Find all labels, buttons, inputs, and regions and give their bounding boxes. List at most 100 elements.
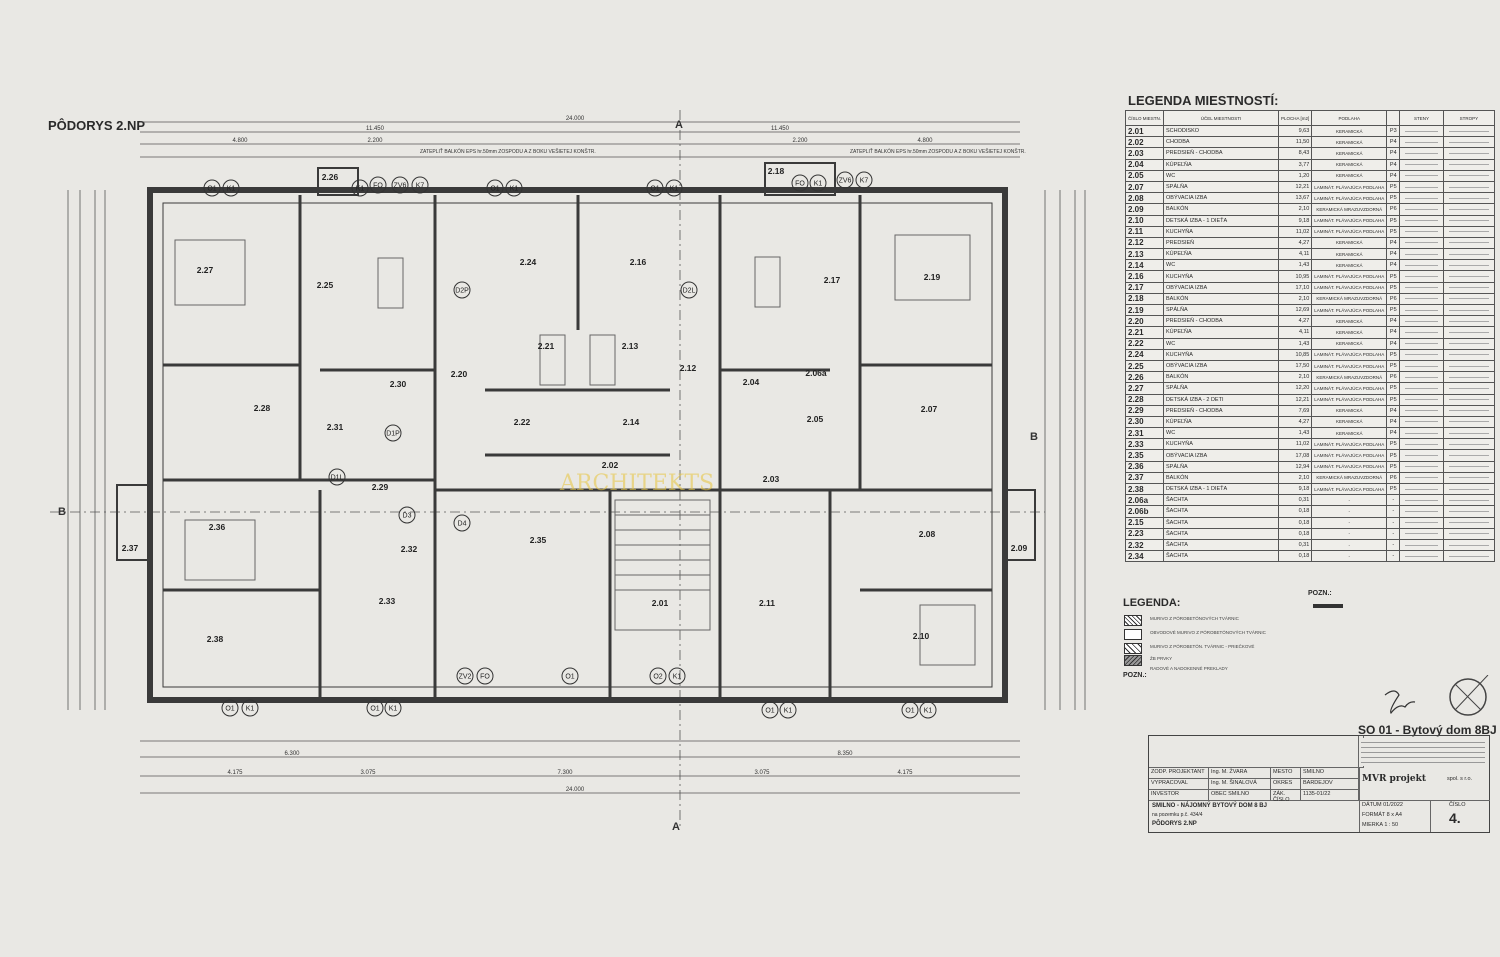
element-tag: K1 <box>246 706 255 713</box>
legend-item: OBVODOVÉ MURIVO Z PÓROBETÓNOVÝCH TVÁRNIC <box>1150 630 1266 635</box>
label: MESTO <box>1271 768 1301 779</box>
label: ČÍSLO <box>1449 802 1466 808</box>
room-label: 2.13 <box>622 341 639 351</box>
legend-cell-finish <box>1399 337 1444 350</box>
legend-cell-area: 1,43 <box>1278 427 1313 440</box>
swatch-masonry <box>1124 615 1142 626</box>
legend-cell-code: P5 <box>1386 393 1401 406</box>
legend-cell-floor: - <box>1311 550 1388 563</box>
legend-cell-finish <box>1442 471 1496 485</box>
legend-cell-finish <box>1399 158 1444 171</box>
dim-text: 4.800 <box>917 138 933 144</box>
dim-text: 11.450 <box>771 126 790 132</box>
company-logo: MVR projekt <box>1362 774 1426 784</box>
legend-cell-finish <box>1399 348 1444 361</box>
legend-cell-name: KÚPEĽŇA <box>1163 248 1280 261</box>
legend-cell-name: SCHODISKO <box>1163 124 1280 138</box>
legend-cell-name: KUCHYŇA <box>1163 270 1280 283</box>
element-tag: K1 <box>814 181 823 188</box>
legend-cell-finish <box>1442 371 1496 384</box>
legend-cell-num: 2.33 <box>1124 438 1165 451</box>
legend-cell-name: ŠACHTA <box>1163 516 1280 529</box>
legend-cell-code: P4 <box>1386 404 1401 417</box>
room-label: 2.06a <box>805 368 827 378</box>
element-tag: ZV6 <box>394 183 407 190</box>
legend-cell-name: KÚPEĽŇA <box>1163 415 1280 429</box>
element-tag-circle <box>809 174 827 192</box>
element-tag-circle <box>411 176 429 194</box>
drawn-by: Ing. M. ŠINALOVÁ <box>1209 779 1271 790</box>
legend-cell-num: 2.16 <box>1124 270 1165 283</box>
notes-title: POZN.: <box>1308 590 1332 597</box>
legend-cell-code: P5 <box>1386 438 1401 451</box>
element-tag: ZV2 <box>459 674 472 681</box>
col-header: PODLAHA <box>1311 110 1388 126</box>
legend-cell-area: 1,43 <box>1278 259 1313 272</box>
legend-cell-code: P5 <box>1386 270 1401 283</box>
legend-cell-finish <box>1442 348 1496 361</box>
legend-cell-floor: KERAMICKÁ <box>1311 404 1388 417</box>
legend-cell-finish <box>1399 292 1444 306</box>
label: FORMÁT <box>1362 812 1386 818</box>
legend-cell-area: 4,27 <box>1278 236 1313 250</box>
legend-cell-finish <box>1442 225 1496 238</box>
legend-cell-finish <box>1399 214 1444 227</box>
element-tag: D1L <box>331 475 344 482</box>
element-tag: K1 <box>356 186 365 193</box>
legend-cell-finish <box>1399 449 1444 462</box>
element-tag-circle <box>384 424 402 442</box>
room-legend-table: ČÍSLO MIESTN. ÚČEL MIESTNOSTI PLOCHA [m2… <box>1124 110 1496 563</box>
legend-cell-finish <box>1442 136 1496 149</box>
legend-cell-finish <box>1399 494 1444 507</box>
legend-cell-floor: LAMINÁT. PLÁVAJÚCA PODLAHA <box>1311 270 1388 283</box>
room-label: 2.11 <box>759 598 775 608</box>
legend-cell-floor: KERAMICKÁ <box>1311 415 1388 429</box>
legend-cell-name: KUCHYŇA <box>1163 348 1280 361</box>
legend-cell-finish <box>1399 359 1444 373</box>
room-label: 2.21 <box>538 341 555 351</box>
legend-cell-area: 8,43 <box>1278 147 1313 160</box>
legend-cell-finish <box>1399 192 1444 205</box>
element-tag: K1 <box>784 708 793 715</box>
legend-cell-finish <box>1399 505 1444 518</box>
legend-cell-num: 2.07 <box>1124 180 1165 194</box>
legend-cell-code: P4 <box>1386 158 1401 171</box>
legend-cell-name: SPÁLŇA <box>1163 460 1280 473</box>
legend-cell-code: - <box>1386 516 1401 529</box>
legend-cell-area: 11,02 <box>1278 438 1313 451</box>
room-label: 2.30 <box>390 379 407 389</box>
room-label: 2.33 <box>379 596 396 606</box>
legend-cell-area: 7,69 <box>1278 404 1313 417</box>
element-tag-circle <box>221 699 239 717</box>
legend-cell-num: 2.13 <box>1124 248 1165 261</box>
element-tag-circle <box>486 179 504 197</box>
legend-cell-finish <box>1399 516 1444 529</box>
legend-cell-finish <box>1399 427 1444 440</box>
legend-cell-finish <box>1442 281 1496 294</box>
legend-cell-finish <box>1399 382 1444 395</box>
room-label: 2.02 <box>602 460 619 470</box>
legend-cell-finish <box>1442 482 1496 496</box>
legend-cell-code: P3 <box>1386 124 1401 138</box>
plot-number: na pozemku p.č. 434/4 <box>1152 812 1203 818</box>
legend-title: LEGENDA MIESTNOSTÍ: <box>1128 93 1279 108</box>
element-tag-circle <box>561 667 579 685</box>
room-label: 2.35 <box>530 535 547 545</box>
legend-cell-floor: KERAMICKÁ MRAZUVZDORNÁ <box>1311 471 1388 485</box>
legend-cell-area: 9,18 <box>1278 214 1313 227</box>
dim-text: 24.000 <box>566 787 585 793</box>
legend-cell-area: 1,20 <box>1278 169 1313 182</box>
legend-cell-code: P5 <box>1386 192 1401 205</box>
legend-cell-finish <box>1399 393 1444 406</box>
col-header <box>1386 110 1401 126</box>
legend-cell-finish <box>1399 124 1444 138</box>
legend-cell-floor: LAMINÁT. PLÁVAJÚCA PODLAHA <box>1311 449 1388 462</box>
legend-cell-area: 4,27 <box>1278 415 1313 429</box>
